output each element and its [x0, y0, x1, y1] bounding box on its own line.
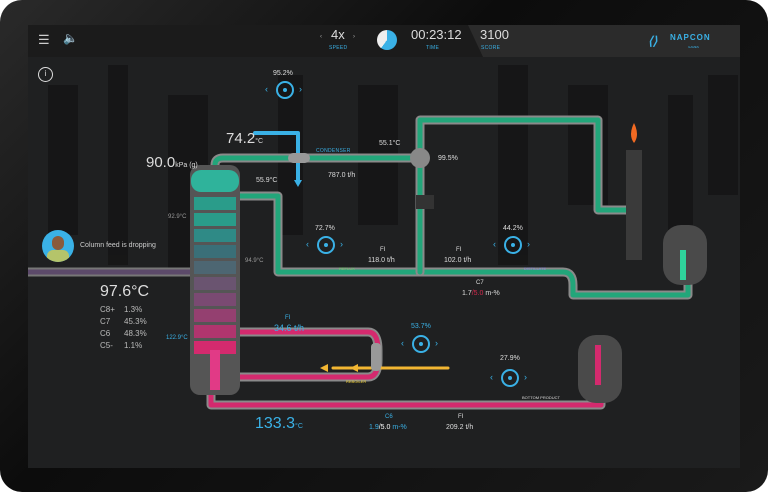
speed-value: 4x: [331, 27, 345, 42]
valve-increase-button[interactable]: ›: [340, 239, 343, 249]
feed-comp-name: C7: [100, 317, 111, 326]
reflux-flow: 118.0 t/h: [368, 257, 395, 264]
feed-temperature: 97.6°C: [100, 283, 150, 300]
condenser-valve-value: 95.2%: [273, 70, 293, 77]
feed-comp-value: 48.3%: [124, 329, 147, 338]
distillate-valve-value: 44.2%: [503, 225, 523, 232]
flare-stack: [626, 150, 642, 260]
info-button[interactable]: i: [38, 67, 53, 82]
distillate-valve-icon[interactable]: [504, 236, 522, 254]
flame-icon: [631, 123, 637, 143]
time-label: TIME: [426, 45, 440, 51]
alert-message: Column feed is dropping: [80, 242, 156, 249]
distillate-label: DISTILLATE: [524, 266, 547, 271]
valve-increase-button[interactable]: ›: [524, 372, 527, 382]
bottom-valve-icon[interactable]: [501, 369, 519, 387]
reboiler-valve-icon[interactable]: [412, 335, 430, 353]
bottom-fi-label: FI: [458, 414, 464, 420]
condenser-label: CONDENSER: [316, 148, 351, 154]
bottom-tray-temperature: 122.9°C: [166, 335, 188, 341]
speed-decrease-button[interactable]: ‹: [320, 34, 322, 40]
speed-label: SPEED: [329, 45, 348, 51]
time-value: 00:23:12: [411, 27, 462, 42]
timer-icon: [377, 30, 397, 50]
reboiler-flow: 34.6 t/h: [274, 323, 305, 333]
bottom-temperature: 133.3°C: [255, 415, 303, 432]
reflux-valve-value: 72.7%: [315, 225, 335, 232]
valve-increase-button[interactable]: ›: [435, 338, 438, 348]
reboiler: [371, 343, 381, 371]
napcon-logo-icon: ⟨⟩: [648, 34, 658, 48]
speed-increase-button[interactable]: ›: [353, 34, 355, 40]
menu-icon[interactable]: ☰: [38, 32, 50, 47]
bottom-flow: 209.2 t/h: [446, 424, 474, 431]
top-temperature: 74.2°C: [226, 130, 264, 147]
feed-comp-name: C6: [100, 329, 111, 338]
bottom-valve-value: 27.9%: [500, 355, 520, 362]
reflux-label: REFLUX: [339, 266, 355, 271]
process-diagram: [28, 65, 738, 410]
reboiler-label: REBOILER: [346, 379, 367, 384]
distillate-flow: 102.0 t/h: [444, 257, 472, 264]
distillation-column: [190, 165, 240, 395]
tray-temperature: 94.9°C: [245, 258, 264, 264]
reflux-pump: [416, 195, 434, 209]
accumulator-level: 99.5%: [438, 155, 458, 162]
reflux-valve-icon[interactable]: [317, 236, 335, 254]
reflux-fi-label: FI: [380, 247, 386, 253]
valve-decrease-button[interactable]: ‹: [265, 84, 268, 94]
feed-comp-name: C5-: [100, 341, 113, 350]
valve-decrease-button[interactable]: ‹: [493, 239, 496, 249]
tray-temperature: 92.9°C: [168, 214, 187, 220]
valve-decrease-button[interactable]: ‹: [401, 338, 404, 348]
column-pressure: 90.0kPa (g): [146, 154, 198, 171]
sound-icon[interactable]: 🔈: [63, 31, 78, 45]
feed-comp-name: C8+: [100, 305, 115, 314]
condenser-flow: 787.0 t/h: [328, 172, 356, 179]
distillate-fi-label: FI: [456, 247, 462, 253]
feed-comp-value: 45.3%: [124, 317, 147, 326]
bottom-composition: 1.9/5.0 m-%: [369, 424, 407, 431]
distillate-comp-label: C7: [476, 280, 484, 286]
valve-increase-button[interactable]: ›: [299, 84, 302, 94]
logo-subtext: GAMES: [688, 45, 699, 49]
distillate-composition: 1.7/5.0 m-%: [462, 290, 500, 297]
simulation-screen: ☰ 🔈 ‹ 4x › SPEED 00:23:12 TIME 3100 SCOR…: [28, 25, 740, 468]
valve-decrease-button[interactable]: ‹: [490, 372, 493, 382]
bottom-product-label: BOTTOM PRODUCT: [522, 395, 560, 400]
condenser: [288, 153, 310, 163]
logo-text: NAPCON: [670, 33, 711, 42]
condenser-temperature: 55.1°C: [379, 140, 401, 147]
feed-comp-value: 1.1%: [124, 341, 143, 350]
score-value: 3100: [480, 27, 509, 42]
valve-decrease-button[interactable]: ‹: [306, 239, 309, 249]
reboiler-fi-label: FI: [285, 315, 291, 321]
reflux-temperature: 55.9°C: [256, 177, 278, 184]
operator-avatar: [42, 230, 74, 262]
valve-increase-button[interactable]: ›: [527, 239, 530, 249]
reboiler-valve-value: 53.7%: [411, 323, 431, 330]
feed-comp-value: 1.3%: [124, 305, 143, 314]
bottom-comp-label: C6: [385, 414, 393, 420]
score-label: SCORE: [481, 45, 501, 51]
condenser-valve-icon[interactable]: [276, 81, 294, 99]
accumulator: [410, 148, 430, 168]
